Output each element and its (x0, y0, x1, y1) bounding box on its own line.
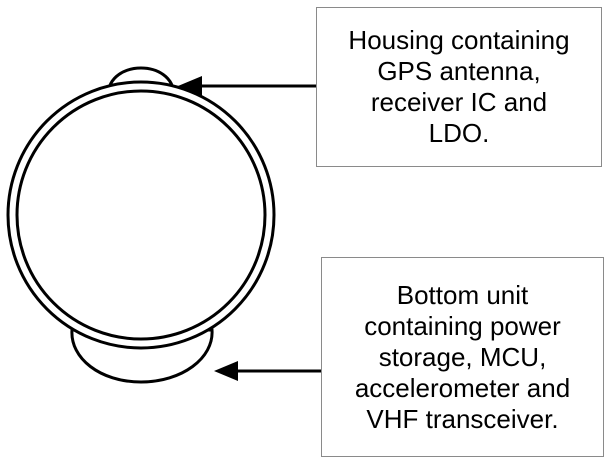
housing-callout-text: Housing containing GPS antenna, receiver… (348, 25, 570, 148)
bottom-unit-callout: Bottom unit containing power storage, MC… (321, 257, 604, 457)
housing-arrow (178, 76, 316, 96)
housing-callout: Housing containing GPS antenna, receiver… (316, 7, 602, 167)
bottom-unit-callout-text: Bottom unit containing power storage, MC… (354, 279, 571, 434)
collar-ring-inner (15, 89, 267, 341)
bottom-unit-arrow (214, 361, 321, 381)
